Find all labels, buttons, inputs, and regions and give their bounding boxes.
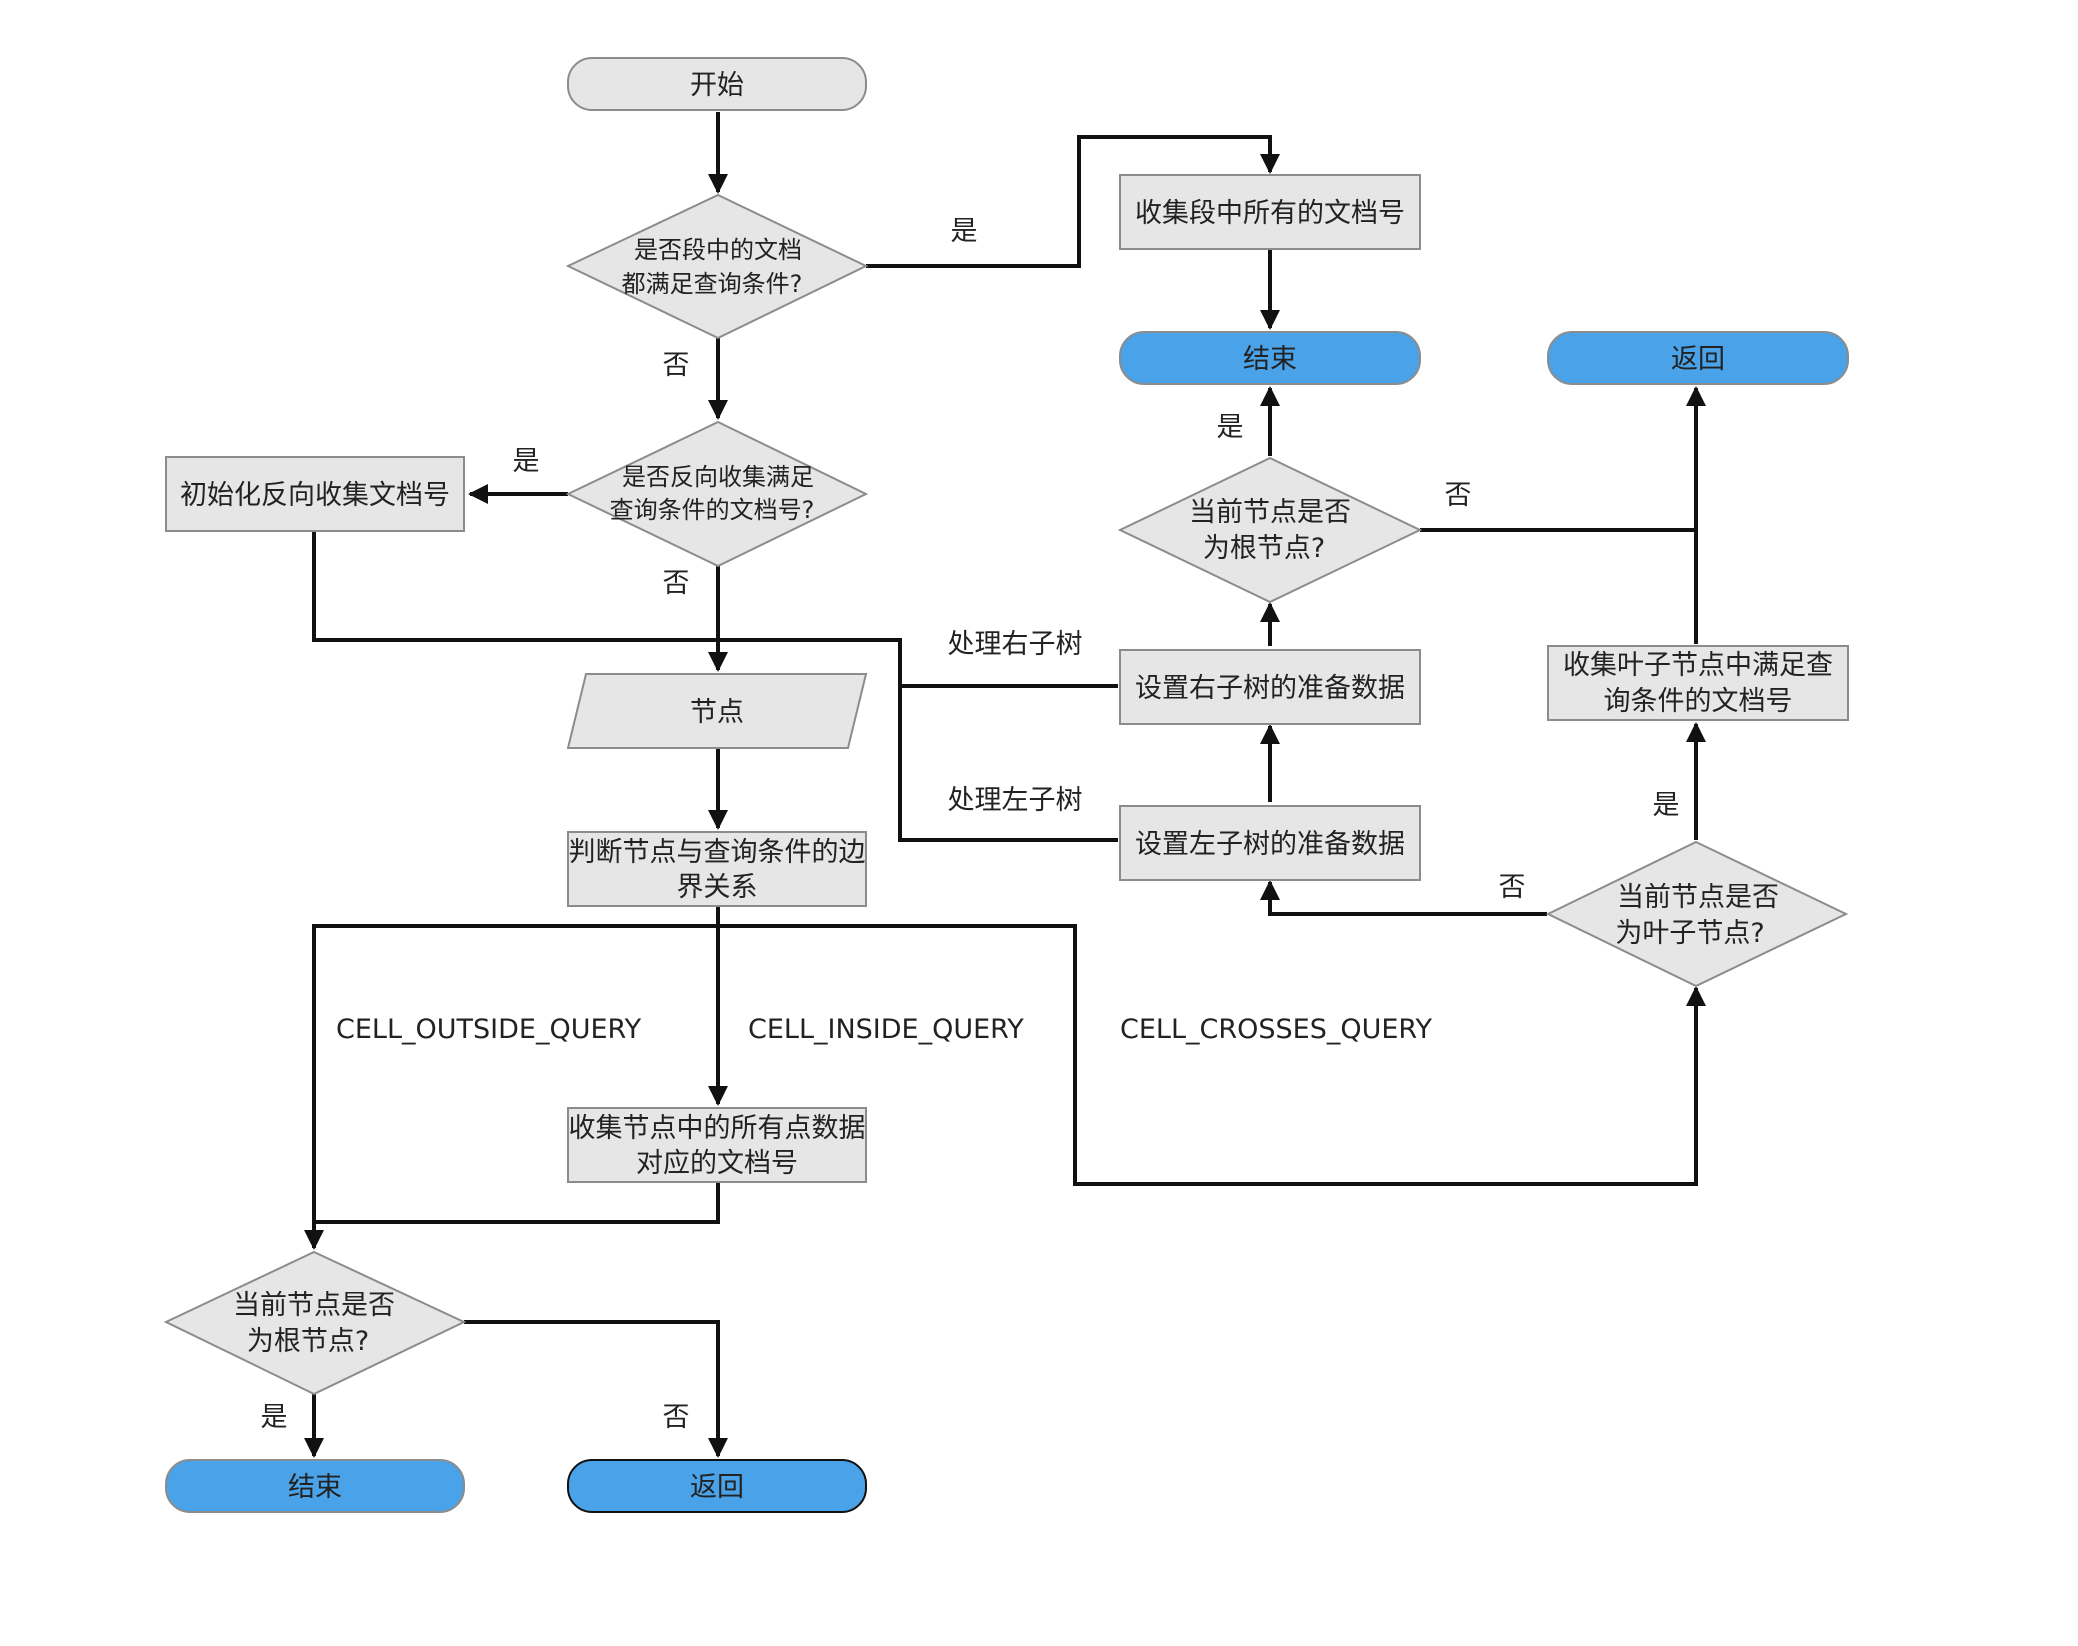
root-top-line1: 当前节点是否 (1189, 497, 1351, 528)
edge-labels: 是 否 是 否 是 否 处理右子树 处理左子树 否 是 CELL_OUTSIDE… (261, 216, 1680, 1433)
edge-leaf-no (1260, 880, 1547, 916)
label-yes-leaf: 是 (1653, 790, 1680, 821)
judge-line1: 判断节点与查询条件的边 (569, 837, 866, 868)
label-yes-collect-all: 是 (951, 216, 978, 247)
collect-inside-line1: 收集节点中的所有点数据 (569, 1113, 866, 1144)
leaf-line1: 当前节点是否 (1617, 882, 1779, 913)
set-left-label: 设置左子树的准备数据 (1135, 829, 1405, 860)
edge-inside-to-root (314, 1182, 720, 1224)
collect-leaf-line2: 询条件的文档号 (1604, 686, 1793, 717)
decision-reverse-line2: 查询条件的文档号? (610, 496, 815, 524)
edge-cell-outside (304, 906, 720, 1250)
root-top-line2: 为根节点? (1203, 533, 1325, 564)
label-process-right: 处理右子树 (948, 629, 1083, 660)
end-top-label: 结束 (1243, 344, 1297, 375)
process-judge-boundary: 判断节点与查询条件的边 界关系 (567, 831, 867, 907)
terminal-end-top: 结束 (1119, 331, 1421, 385)
edge-root-bottom-no (464, 1320, 728, 1458)
decision-all-docs-match: 是否段中的文档 都满足查询条件? (565, 193, 869, 340)
edge-init-reverse-merge (312, 532, 902, 686)
leaf-line2: 为叶子节点? (1615, 918, 1764, 949)
return-top-label: 返回 (1671, 344, 1725, 375)
process-set-right: 设置右子树的准备数据 (1119, 649, 1421, 725)
label-process-left: 处理左子树 (948, 785, 1083, 816)
edge-set-right-back (898, 684, 1118, 842)
decision-all-docs-line2: 都满足查询条件? (622, 270, 803, 298)
terminal-end-bottom: 结束 (165, 1459, 465, 1513)
decision-root-bottom: 当前节点是否 为根节点? (163, 1250, 467, 1396)
label-cell-inside: CELL_INSIDE_QUERY (748, 1014, 1024, 1045)
root-bottom-line2: 为根节点? (247, 1326, 369, 1357)
decision-all-docs-line1: 是否段中的文档 (634, 236, 802, 264)
start-node: 开始 (567, 57, 867, 111)
terminal-return-top: 返回 (1547, 331, 1849, 385)
root-bottom-line1: 当前节点是否 (233, 1290, 395, 1321)
return-bottom-label: 返回 (690, 1472, 744, 1503)
terminal-return-bottom: 返回 (567, 1459, 867, 1513)
decision-root-top: 当前节点是否 为根节点? (1117, 456, 1423, 604)
start-label: 开始 (690, 70, 744, 101)
label-cell-outside: CELL_OUTSIDE_QUERY (336, 1014, 642, 1045)
label-no-root-top: 否 (1445, 480, 1472, 511)
collect-inside-line2: 对应的文档号 (636, 1148, 798, 1179)
set-right-label: 设置右子树的准备数据 (1135, 673, 1405, 704)
process-init-reverse: 初始化反向收集文档号 (165, 456, 465, 532)
label-cell-crosses: CELL_CROSSES_QUERY (1120, 1014, 1432, 1045)
label-no-q-all: 否 (663, 350, 690, 381)
label-yes-end-bottom: 是 (261, 1402, 288, 1433)
process-collect-leaf: 收集叶子节点中满足查 询条件的文档号 (1547, 645, 1849, 721)
collect-leaf-line1: 收集叶子节点中满足查 (1563, 650, 1833, 681)
label-yes-end-top: 是 (1217, 412, 1244, 443)
decision-reverse-collect: 是否反向收集满足 查询条件的文档号? (565, 420, 869, 568)
process-collect-inside: 收集节点中的所有点数据 对应的文档号 (567, 1107, 867, 1183)
connectors (304, 112, 1706, 1458)
end-bottom-label: 结束 (288, 1472, 342, 1503)
decision-leaf: 当前节点是否 为叶子节点? (1545, 840, 1849, 988)
decision-reverse-line1: 是否反向收集满足 (622, 463, 814, 491)
process-set-left: 设置左子树的准备数据 (1119, 805, 1421, 881)
label-no-q-reverse: 否 (663, 568, 690, 599)
judge-line2: 界关系 (677, 872, 758, 903)
collect-all-label: 收集段中所有的文档号 (1135, 198, 1405, 229)
edge-q-all-yes (866, 135, 1280, 268)
init-reverse-label: 初始化反向收集文档号 (180, 480, 450, 511)
edge-cell-crosses (718, 924, 1706, 1186)
process-collect-all: 收集段中所有的文档号 (1119, 174, 1421, 250)
io-node-label: 节点 (690, 697, 744, 728)
label-no-return-bottom: 否 (663, 1402, 690, 1433)
label-no-leaf: 否 (1499, 872, 1526, 903)
label-yes-init-reverse: 是 (513, 446, 540, 477)
io-node: 节点 (566, 673, 868, 749)
